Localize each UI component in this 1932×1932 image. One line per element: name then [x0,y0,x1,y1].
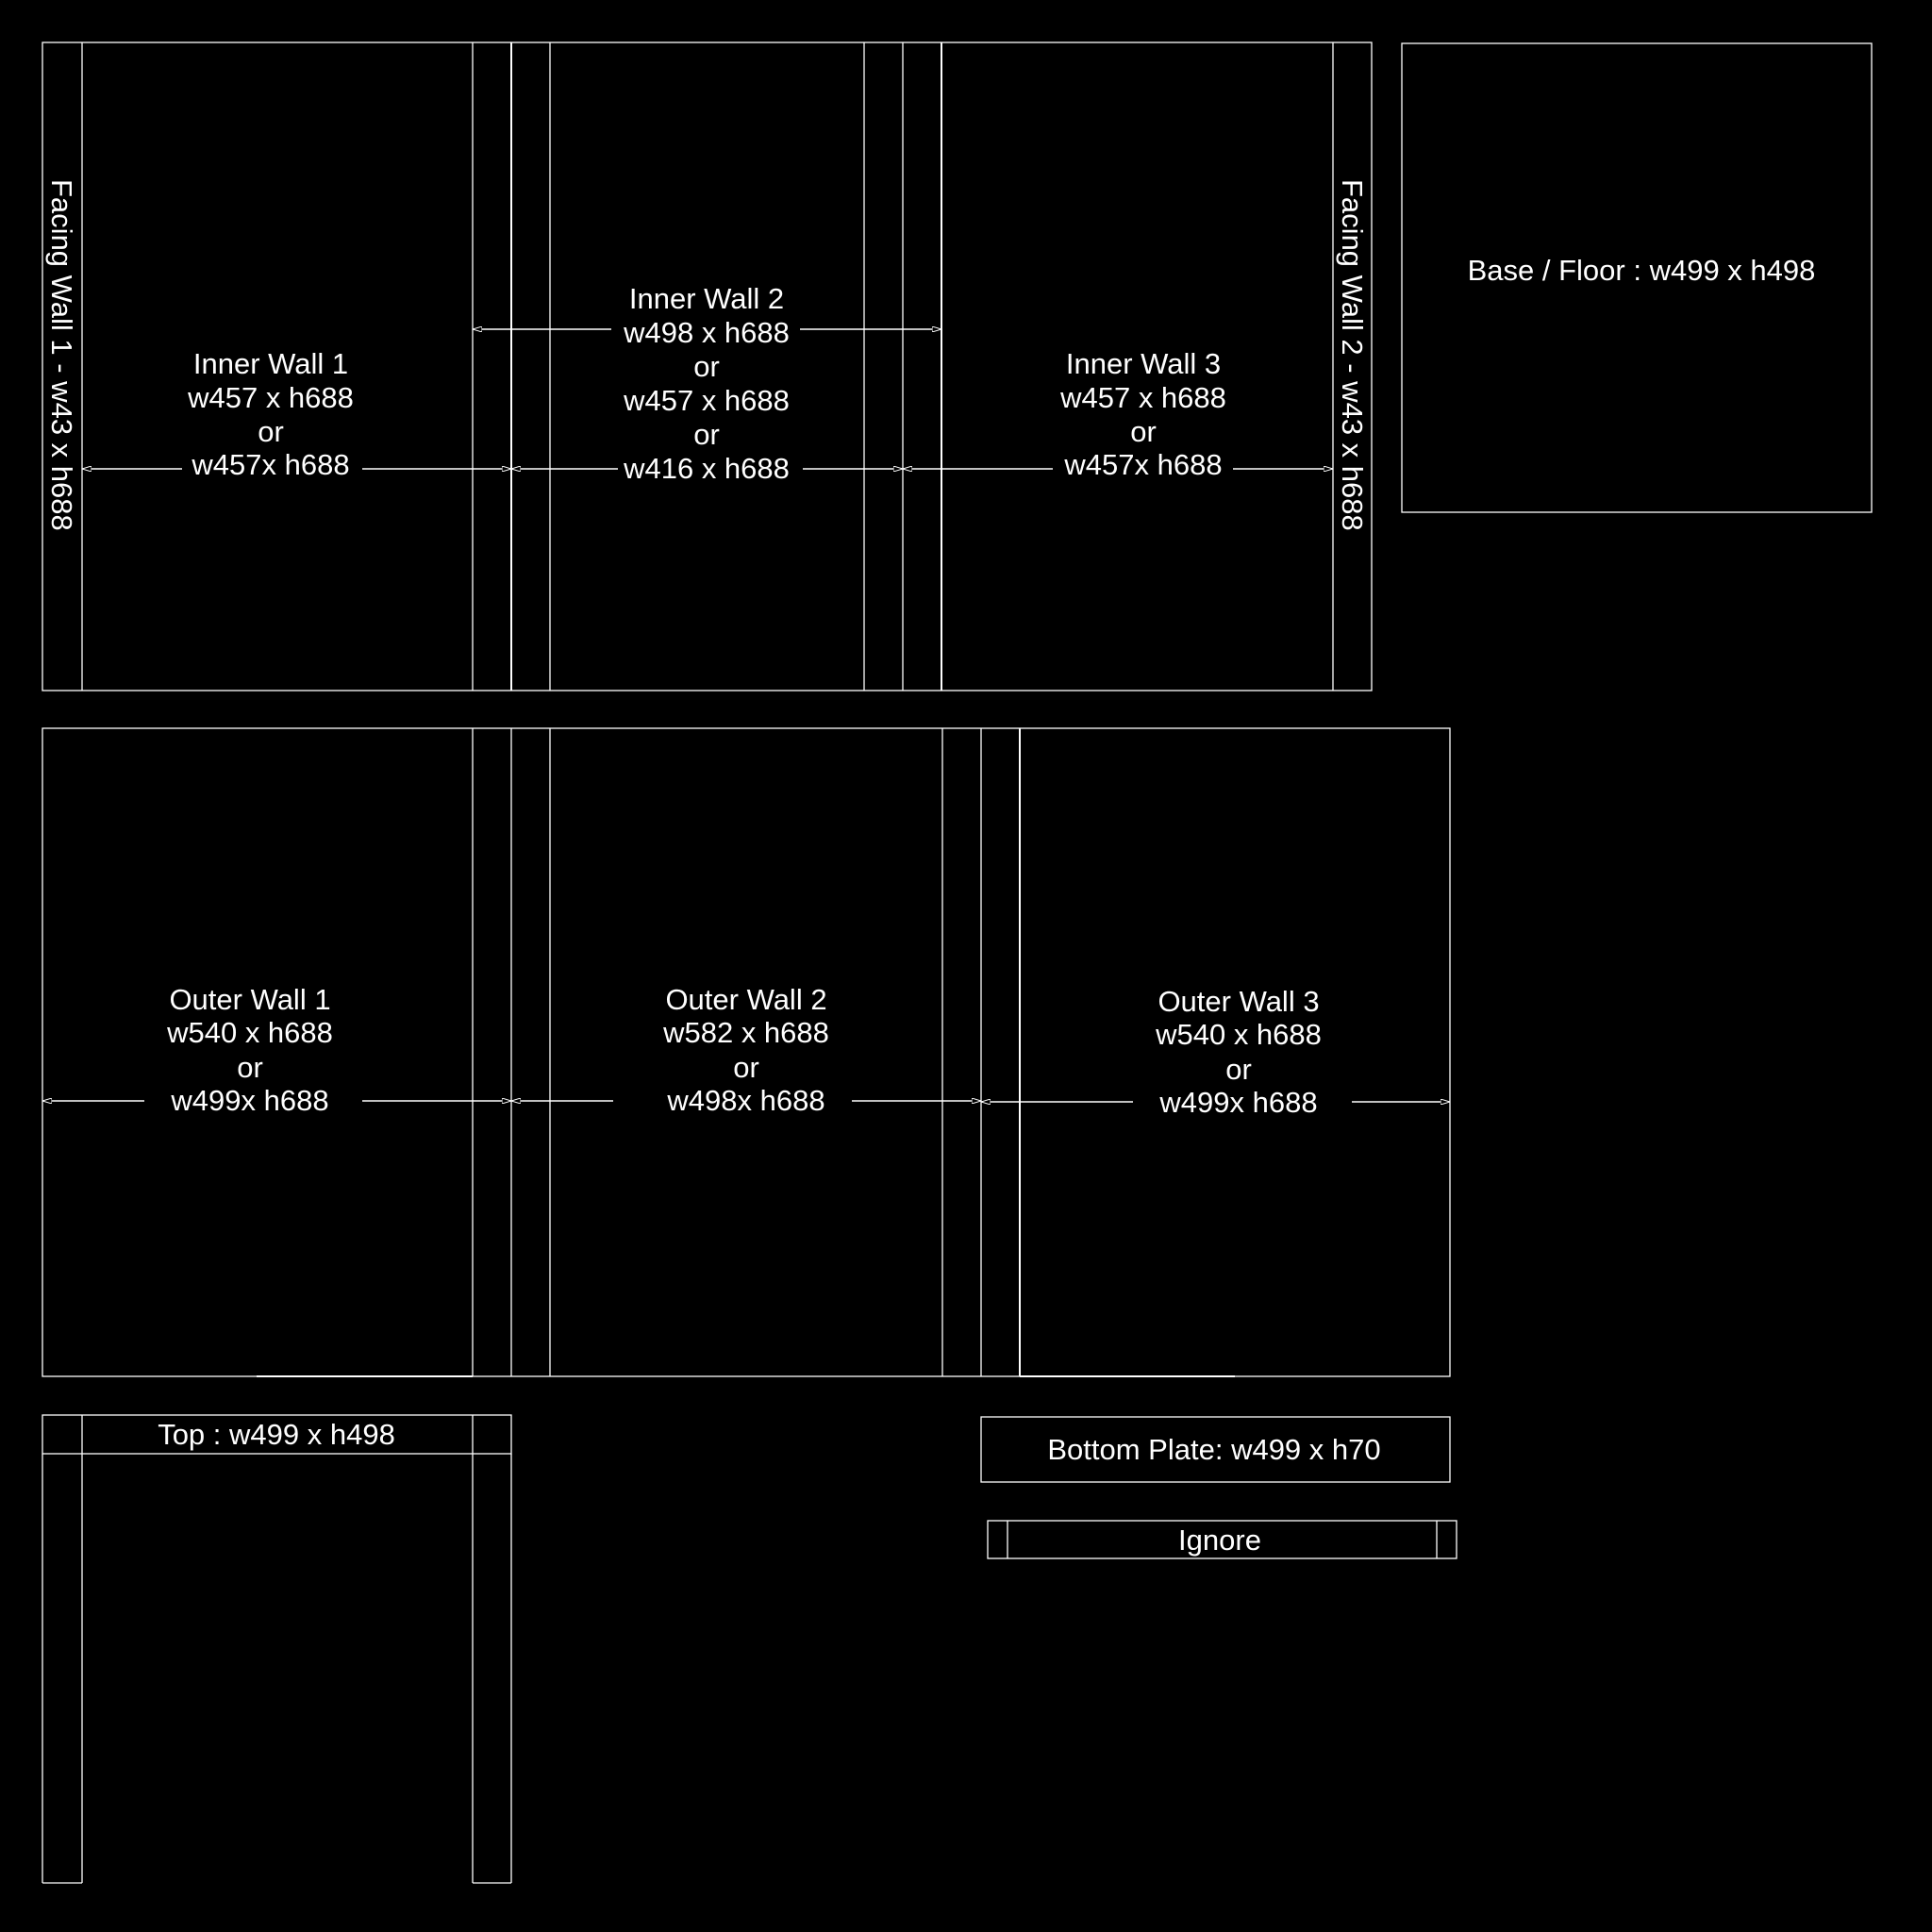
outer-wall-1-size: w540 x h688 [166,1016,333,1049]
bottom-plate-panel: Bottom Plate: w499 x h70 [980,1416,1451,1483]
inner-wall-2: Inner Wall 2 w498 x h688 or w457 x h688 … [473,282,941,485]
outer-walls-strip [42,727,1451,1377]
inner-wall-2-or-1: or [693,350,720,383]
base-floor-label: Base / Floor : w499 x h498 [1468,254,1816,287]
outer-wall-3-or: or [1225,1053,1252,1086]
outer-wall-3-title: Outer Wall 3 [1158,985,1319,1018]
inner-wall-3-title: Inner Wall 3 [1066,347,1221,380]
outer-wall-1: Outer Wall 1 w540 x h688 or w499x h688 [42,983,511,1117]
base-floor-panel: Base / Floor : w499 x h498 [1401,42,1873,513]
inner-wall-2-or-2: or [693,418,720,451]
inner-wall-1-size: w457 x h688 [187,381,354,414]
facing-wall-2: Facing Wall 2 - w43 x h688 [1336,179,1369,531]
outer-wall-1-alt-size: w499x h688 [170,1084,328,1117]
top-label: Top : w499 x h498 [158,1418,395,1451]
outer-wall-1-title: Outer Wall 1 [169,983,330,1016]
inner-wall-3: Inner Wall 3 w457 x h688 or w457x h688 [903,347,1333,481]
inner-wall-2-alt-size-1: w457 x h688 [623,384,790,417]
inner-wall-1: Inner Wall 1 w457 x h688 or w457x h688 [82,347,511,481]
outer-wall-3-alt-size: w499x h688 [1158,1086,1317,1119]
inner-wall-1-title: Inner Wall 1 [193,347,348,380]
outer-wall-2: Outer Wall 2 w582 x h688 or w498x h688 [511,983,981,1117]
facing-wall-2-label: Facing Wall 2 - w43 x h688 [1336,179,1369,531]
ignore-strip: Ignore [987,1520,1457,1559]
bottom-plate-label: Bottom Plate: w499 x h70 [1047,1433,1380,1466]
facing-wall-1: Facing Wall 1 - w43 x h688 [45,179,78,531]
inner-walls-strip [42,42,1373,691]
inner-wall-1-alt-size: w457x h688 [191,448,349,481]
outer-wall-2-size: w582 x h688 [662,1016,829,1049]
inner-wall-3-size: w457 x h688 [1059,381,1226,414]
inner-wall-2-title: Inner Wall 2 [629,282,784,315]
inner-wall-1-or: or [258,415,284,448]
inner-wall-2-alt-size-2: w416 x h688 [623,452,790,485]
inner-wall-3-alt-size: w457x h688 [1063,448,1222,481]
outer-wall-2-or: or [733,1051,759,1084]
top-panel: Top : w499 x h498 [42,1414,512,1884]
facing-wall-1-label: Facing Wall 1 - w43 x h688 [45,179,78,531]
outer-wall-3-size: w540 x h688 [1155,1018,1322,1051]
outer-wall-1-or: or [237,1051,263,1084]
outer-wall-2-alt-size: w498x h688 [666,1084,824,1117]
inner-wall-2-size: w498 x h688 [623,316,790,349]
outer-wall-2-title: Outer Wall 2 [665,983,826,1016]
inner-wall-3-or: or [1130,415,1157,448]
ignore-label: Ignore [1178,1524,1261,1557]
outer-wall-3: Outer Wall 3 w540 x h688 or w499x h688 [981,985,1450,1119]
